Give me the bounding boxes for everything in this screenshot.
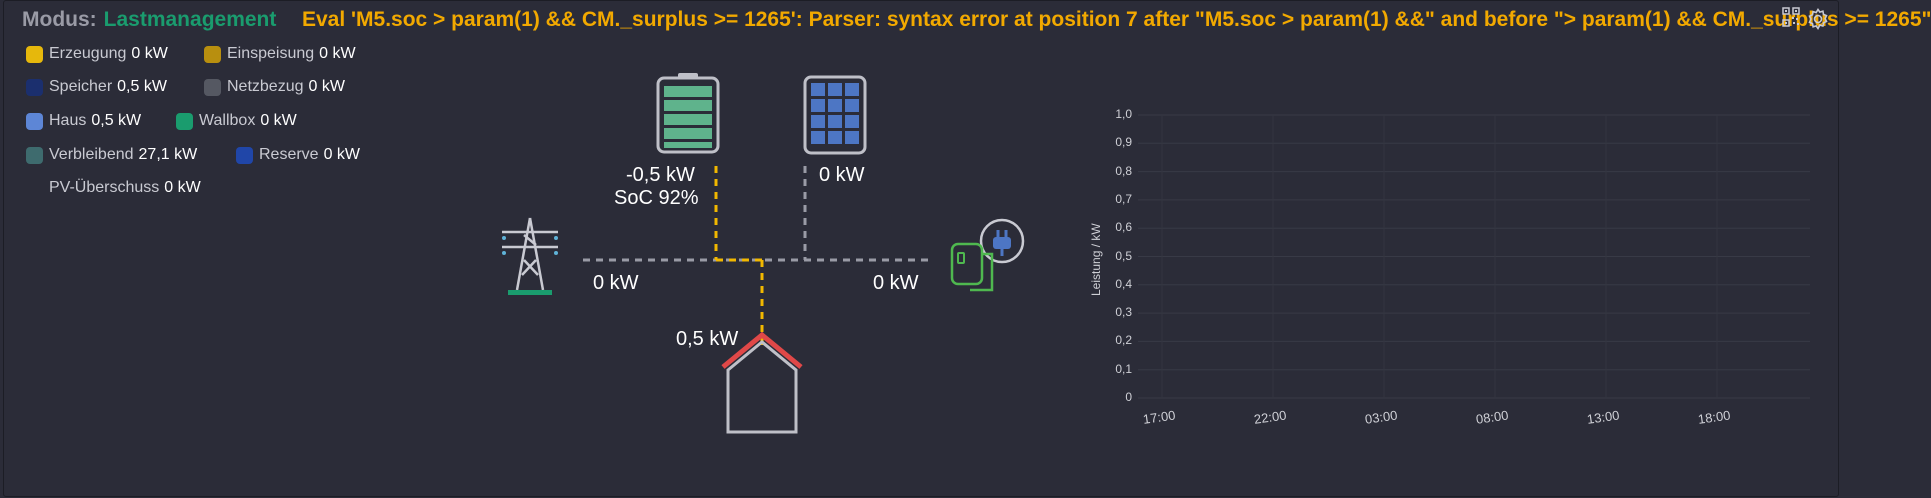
y-tick-label: 0,5 xyxy=(1115,248,1132,263)
wallbox-power-label: 0 kW xyxy=(873,272,919,294)
legend-swatch xyxy=(176,112,193,130)
y-tick-label: 0,4 xyxy=(1115,276,1132,291)
app-panel xyxy=(3,0,1839,497)
legend-item-einspeisung[interactable]: Einspeisung 0 kW xyxy=(204,44,356,64)
y-tick-label: 0,1 xyxy=(1115,361,1132,376)
y-tick-label: 0,7 xyxy=(1115,191,1132,206)
legend-item-verbleibend[interactable]: Verbleibend 27,1 kW xyxy=(26,145,197,165)
legend-item-erzeugung[interactable]: Erzeugung 0 kW xyxy=(26,44,168,64)
legend-value: 0 kW xyxy=(323,146,361,163)
legend-item-pv-ueberschuss[interactable]: PV-Überschuss 0 kW xyxy=(49,178,201,198)
y-tick-label: 0,2 xyxy=(1115,333,1132,348)
legend-swatch xyxy=(26,45,43,63)
legend-value: 0,5 kW xyxy=(117,78,167,95)
mode-value[interactable]: Lastmanagement xyxy=(103,8,277,31)
legend-value: 0 kW xyxy=(319,45,356,62)
legend-label: Reserve xyxy=(259,146,319,163)
y-tick-label: 0,3 xyxy=(1115,305,1132,320)
legend-value: 0 kW xyxy=(164,179,201,196)
legend-label: PV-Überschuss xyxy=(49,179,160,196)
legend-value: 0 kW xyxy=(260,112,297,129)
legend-swatch xyxy=(204,78,221,96)
legend-swatch xyxy=(26,112,43,130)
legend-label: Verbleibend xyxy=(49,146,134,163)
legend-label: Erzeugung xyxy=(49,45,127,62)
legend-value: 0 kW xyxy=(131,45,168,62)
legend-label: Wallbox xyxy=(199,112,256,129)
y-tick-label: 0 xyxy=(1125,390,1132,404)
wallbox-icon[interactable] xyxy=(950,218,1025,292)
legend-item-speicher[interactable]: Speicher 0,5 kW xyxy=(26,77,167,97)
energy-flow-diagram xyxy=(502,73,1025,434)
legend-label: Haus xyxy=(49,112,87,129)
grid-power-label: 0 kW xyxy=(593,272,639,294)
legend-item-reserve[interactable]: Reserve 0 kW xyxy=(236,145,360,165)
mode-header: Modus: Lastmanagement xyxy=(22,6,276,34)
house-icon[interactable] xyxy=(721,331,803,434)
power-grid-icon[interactable] xyxy=(502,217,558,295)
house-power-label: 0,5 kW xyxy=(676,328,739,350)
legend-value: 27,1 kW xyxy=(138,146,198,163)
legend-label: Einspeisung xyxy=(227,45,315,62)
solar-panel-icon[interactable] xyxy=(803,75,867,155)
error-message: Eval 'M5.soc > param(1) && CM._surplus >… xyxy=(302,8,1931,31)
y-tick-label: 0,8 xyxy=(1115,163,1132,178)
battery-icon[interactable] xyxy=(656,73,720,154)
legend-value: 0 kW xyxy=(308,78,345,95)
legend-item-wallbox[interactable]: Wallbox 0 kW xyxy=(176,111,297,131)
legend-label: Netzbezug xyxy=(227,78,304,95)
legend-swatch xyxy=(204,45,221,63)
y-tick-label: 1,0 xyxy=(1115,107,1132,121)
legend-swatch xyxy=(236,146,253,164)
legend-item-haus[interactable]: Haus 0,5 kW xyxy=(26,111,141,131)
legend-swatch xyxy=(26,78,43,96)
chart-plot xyxy=(1138,114,1810,399)
pv-power-label: 0 kW xyxy=(819,164,865,186)
gear-icon[interactable] xyxy=(1806,7,1830,31)
y-tick-label: 0,6 xyxy=(1115,220,1132,235)
mode-label: Modus: xyxy=(22,8,97,31)
battery-power-label: -0,5 kW xyxy=(626,164,695,186)
legend-value: 0,5 kW xyxy=(91,112,142,129)
legend-item-netzbezug[interactable]: Netzbezug 0 kW xyxy=(204,77,345,97)
qr-code-icon[interactable] xyxy=(1782,7,1800,27)
y-tick-label: 0,9 xyxy=(1115,135,1132,150)
legend-label: Speicher xyxy=(49,78,113,95)
battery-soc-label: SoC 92% xyxy=(614,187,699,209)
legend-swatch xyxy=(26,146,43,164)
